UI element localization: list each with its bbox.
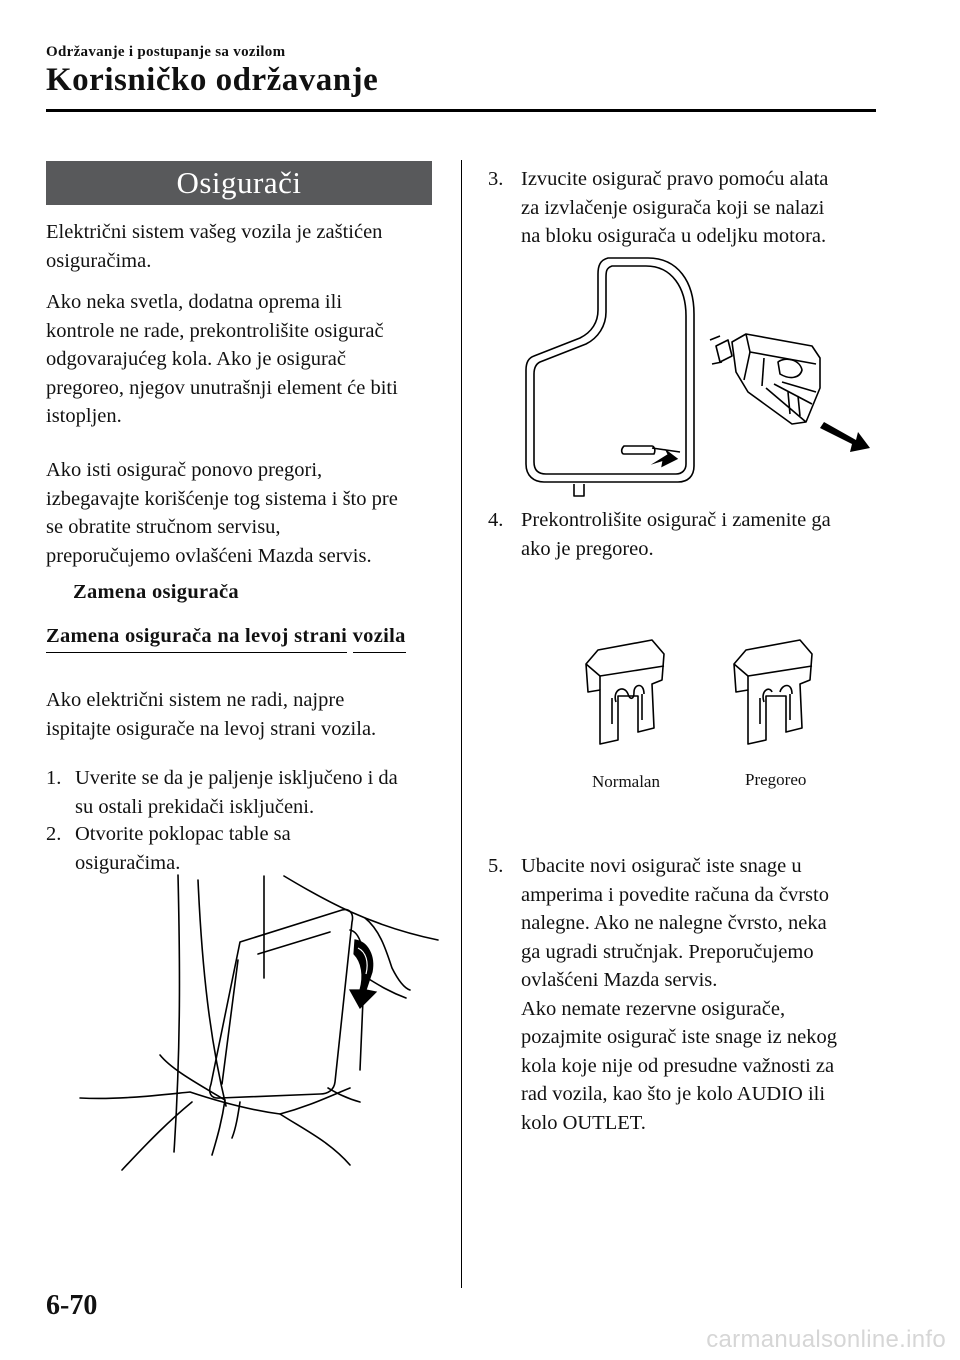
text-line: osiguračima. <box>75 851 181 874</box>
text-line: ga ugradi stručnjak. Preporučujemo <box>521 940 814 963</box>
text-line: nalegne. Ako ne nalegne čvrsto, neka <box>521 912 827 934</box>
text-line: na bloku osigurača u odeljku motora. <box>521 225 827 247</box>
text-line: izbegavajte korišćenje tog sistema i što… <box>46 487 398 510</box>
text-line: Prekontrolišite osigurač i zamenite ga <box>521 509 831 531</box>
step-number: 4. <box>488 509 504 531</box>
step-text: Prekontrolišite osigurač i zamenite ga a… <box>521 506 831 563</box>
text-line: osiguračima. <box>46 249 152 272</box>
text-line: za izvlačenje osigurača koji se nalazi <box>521 196 825 219</box>
step-text: Uverite se da je paljenje isključeno i d… <box>75 764 398 821</box>
section-title: Osigurači <box>46 161 432 205</box>
section-label: Održavanje i postupanje sa vozilom <box>46 44 286 60</box>
chapter-title: Korisničko održavanje <box>46 62 379 98</box>
step-text: Izvucite osigurač pravo pomoću alata za … <box>521 165 828 251</box>
fuse-panel-cover-illustration <box>79 874 439 1171</box>
text-line: Otvorite poklopac table sa <box>75 823 291 845</box>
text-line: Ako električni sistem ne radi, najpre <box>46 689 345 711</box>
paragraph-warning: Ako isti osigurač ponovo pregori, izbega… <box>46 456 398 570</box>
fuse-block-puller-illustration <box>525 257 870 497</box>
text-line: kolo OUTLET. <box>521 1111 646 1134</box>
text-line: Ako isti osigurač ponovo pregori, <box>46 459 323 481</box>
step-3: 3. Izvucite osigurač pravo pomoću alata … <box>488 165 928 255</box>
step-4: 4. Prekontrolišite osigurač i zamenite g… <box>488 506 928 566</box>
fuse-normal-label: Normalan <box>592 772 660 791</box>
paragraph-symptoms: Ako neka svetla, dodatna oprema ili kont… <box>46 288 398 431</box>
watermark: carmanualsonline.info <box>706 1326 946 1353</box>
fuse-blown-illustration <box>733 639 813 745</box>
text-line: pregoreo, njegov unutrašnji element će b… <box>46 376 398 399</box>
subheading-left-side: Zamena osigurača na levoj strani vozila <box>46 622 406 653</box>
text-line: Ako nemate rezervne osigurače, <box>521 997 786 1020</box>
header-divider <box>46 109 876 112</box>
step-2: 2. Otvorite poklopac table sa osiguračim… <box>46 820 446 880</box>
paragraph-intro: Električni sistem vašeg vozila je zaštić… <box>46 218 382 275</box>
step-number: 2. <box>46 823 62 845</box>
step-1: 1. Uverite se da je paljenje isključeno … <box>46 764 446 824</box>
text-line: Ubacite novi osigurač iste snage u <box>521 855 802 877</box>
text-line: rad vozila, kao što je kolo AUDIO ili <box>521 1083 826 1105</box>
text-line: Izvucite osigurač pravo pomoću alata <box>521 168 829 190</box>
text-line: ako je pregoreo. <box>521 537 654 560</box>
text-line: Uverite se da je paljenje isključeno i d… <box>75 767 398 789</box>
text-line: amperima i povedite računa da čvrsto <box>521 883 829 906</box>
page-number: 6-70 <box>46 1290 98 1321</box>
step-number: 5. <box>488 855 504 877</box>
step-5: 5. Ubacite novi osigurač iste snage u am… <box>488 852 928 1152</box>
text-line: pozajmite osigurač iste snage iz nekog <box>521 1026 837 1048</box>
paragraph-check-left: Ako električni sistem ne radi, najpre is… <box>46 686 376 743</box>
text-line: preporučujemo ovlašćeni Mazda servis. <box>46 544 372 567</box>
text-line: se obratite stručnom servisu, <box>46 516 281 538</box>
fuse-normal-illustration <box>585 639 665 745</box>
text-line: Električni sistem vašeg vozila je zaštić… <box>46 221 383 243</box>
column-divider <box>461 160 462 1288</box>
subheading-line: vozila <box>352 622 406 653</box>
text-line: kontrole ne rade, prekontrolišite osigur… <box>46 319 384 342</box>
text-line: istopljen. <box>46 405 122 427</box>
text-line: ispitajte osigurače na levoj strani vozi… <box>46 717 377 740</box>
text-line: Ako neka svetla, dodatna oprema ili <box>46 291 343 313</box>
text-line: ovlašćeni Mazda servis. <box>521 969 718 991</box>
step-text: Otvorite poklopac table sa osiguračima. <box>75 820 291 877</box>
step-number: 1. <box>46 767 62 789</box>
step-text: Ubacite novi osigurač iste snage u amper… <box>521 852 837 1137</box>
text-line: kola koje nije od presudne važnosti za <box>521 1054 835 1077</box>
fuse-blown-label: Pregoreo <box>745 770 807 789</box>
text-line: su ostali prekidači isključeni. <box>75 795 315 818</box>
step-number: 3. <box>488 168 504 190</box>
heading-replacement: Zamena osigurača <box>73 581 239 603</box>
subheading-line: Zamena osigurača na levoj strani <box>46 622 348 653</box>
text-line: odgovarajućeg kola. Ako je osigurač <box>46 348 347 370</box>
